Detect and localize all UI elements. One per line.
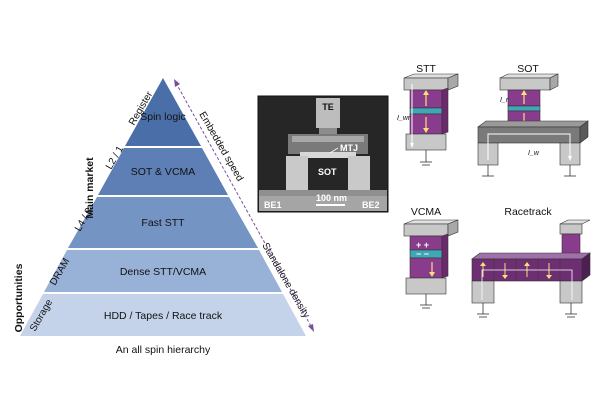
label-opportunities: Opportunities [13,263,25,332]
arrow-head-bottom [308,324,314,332]
sot-read-current-label: I_r [500,97,509,104]
sot-title: SOT [517,63,539,75]
sem-label-mtj: MTJ [340,143,358,153]
sem-micrograph: TE MTJ SOT BE1 BE2 100 nm [257,95,389,213]
racetrack-device: Racetrack [471,206,591,318]
svg-text:− −: − − [416,249,429,259]
level-label-dense-stt: Dense STT/VCMA [120,266,206,278]
sem-label-sot: SOT [318,167,337,177]
sot-write-current-label: I_w [528,150,540,157]
arrow-head-top [174,79,180,87]
level-label-sot-vcma: SOT & VCMA [131,166,196,178]
level-label-spin-logic: Spin logic [140,111,186,123]
vcma-device: VCMA + + − − [403,206,459,309]
stt-device: STT I_wr [397,63,459,166]
vcma-title: VCMA [411,206,441,218]
sem-label-be1: BE1 [264,200,282,210]
sot-device: SOT I_r I_w [477,63,589,177]
stt-title: STT [416,63,436,75]
pyramid-level-storage [20,294,306,336]
sem-scale-label: 100 nm [316,193,347,203]
pyramid-level-fast-stt [68,197,258,248]
svg-text:+ +: + + [416,240,429,250]
pyramid-caption: An all spin hierarchy [116,344,211,356]
sem-label-be2: BE2 [362,200,380,210]
level-label-fast-stt: Fast STT [141,217,185,229]
pyramid-level-sot-vcma [98,148,228,195]
pyramid-level-spin-logic [125,78,201,146]
level-label-storage: HDD / Tapes / Race track [104,310,223,322]
racetrack-title: Racetrack [504,206,552,218]
speed-density-arrow [175,82,313,329]
stt-current-label: I_wr [397,115,411,122]
pyramid-level-dense-stt [44,250,282,292]
sem-label-te: TE [322,102,334,112]
label-main-market: Main market [84,157,96,219]
